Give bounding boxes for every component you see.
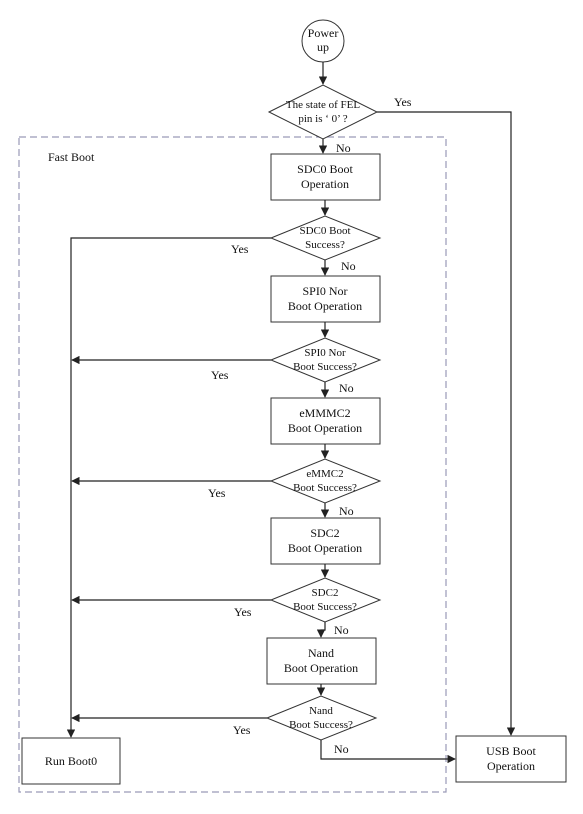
fast-boot-region — [18, 136, 447, 793]
op-box — [270, 517, 381, 565]
arrow-check1-yes — [66, 237, 271, 738]
label-check5-yes: Yes — [233, 723, 251, 737]
start-node: Power up — [301, 19, 345, 63]
check-line-1: SDC0 Boot — [299, 225, 350, 237]
start-line-2: up — [317, 40, 329, 54]
check-line-2: Boot Success? — [289, 719, 353, 731]
check-diamond — [269, 337, 382, 383]
check-diamond — [269, 458, 382, 504]
op-line-1: SDC0 Boot — [297, 162, 353, 176]
run-boot0-node: Run Boot0 — [21, 737, 121, 785]
step-spi0: SPI0 Nor Boot Operation SPI0 Nor Boot Su… — [269, 275, 382, 383]
op-box — [270, 153, 381, 201]
start-line-1: Power — [308, 26, 339, 40]
run-boot0-label: Run Boot0 — [45, 754, 97, 768]
check-diamond — [265, 695, 378, 741]
check-line-1: SDC2 — [312, 587, 339, 599]
arrow-check5-no — [320, 740, 456, 764]
check-line-1: eMMC2 — [306, 468, 343, 480]
op-line-2: Boot Operation — [288, 421, 362, 435]
check-diamond — [269, 577, 382, 623]
fast-boot-label: Fast Boot — [48, 150, 95, 164]
check-line-2: Boot Success? — [293, 601, 357, 613]
step-sdc0: SDC0 Boot Operation SDC0 Boot Success? — [269, 153, 382, 261]
label-check1-yes: Yes — [231, 242, 249, 256]
op-line-1: SDC2 — [310, 526, 339, 540]
check-line-1: SPI0 Nor — [304, 347, 346, 359]
label-check1-no: No — [341, 259, 356, 273]
step-sdc2: SDC2 Boot Operation SDC2 Boot Success? — [269, 517, 382, 623]
label-check5-no: No — [334, 742, 349, 756]
op-box — [266, 637, 377, 685]
arrow-fel-yes — [377, 111, 516, 736]
label-check3-yes: Yes — [208, 486, 226, 500]
connectors — [66, 62, 516, 764]
edge-labels: Yes No Yes No Yes No Yes No Yes No Yes N… — [208, 95, 412, 756]
arrow-check4-no — [316, 622, 326, 638]
step-nand: Nand Boot Operation Nand Boot Success? — [265, 637, 378, 741]
usb-boot-line-1: USB Boot — [486, 744, 536, 758]
fel-line-2: pin is ‘ 0’ ? — [298, 113, 347, 125]
check-line-2: Boot Success? — [293, 361, 357, 373]
check-line-2: Success? — [305, 239, 345, 251]
check-line-2: Boot Success? — [293, 482, 357, 494]
usb-boot-node: USB Boot Operation — [455, 735, 567, 783]
label-check4-yes: Yes — [234, 605, 252, 619]
label-check4-no: No — [334, 623, 349, 637]
op-line-2: Boot Operation — [284, 661, 358, 675]
check-line-1: Nand — [309, 705, 333, 717]
fel-line-1: The state of FEL — [286, 99, 361, 111]
label-check2-no: No — [339, 381, 354, 395]
op-line-1: eMMMC2 — [299, 406, 350, 420]
op-line-1: Nand — [308, 646, 334, 660]
check-diamond — [269, 215, 382, 261]
op-line-2: Boot Operation — [288, 299, 362, 313]
label-check2-yes: Yes — [211, 368, 229, 382]
op-line-2: Boot Operation — [288, 541, 362, 555]
op-box — [270, 397, 381, 445]
op-line-2: Operation — [301, 177, 349, 191]
label-check3-no: No — [339, 504, 354, 518]
label-fel-yes: Yes — [394, 95, 412, 109]
label-fel-no: No — [336, 141, 351, 155]
op-line-1: SPI0 Nor — [302, 284, 347, 298]
usb-boot-line-2: Operation — [487, 759, 535, 773]
step-emmc2: eMMMC2 Boot Operation eMMC2 Boot Success… — [269, 397, 382, 504]
fel-decision: The state of FEL pin is ‘ 0’ ? — [267, 84, 379, 140]
